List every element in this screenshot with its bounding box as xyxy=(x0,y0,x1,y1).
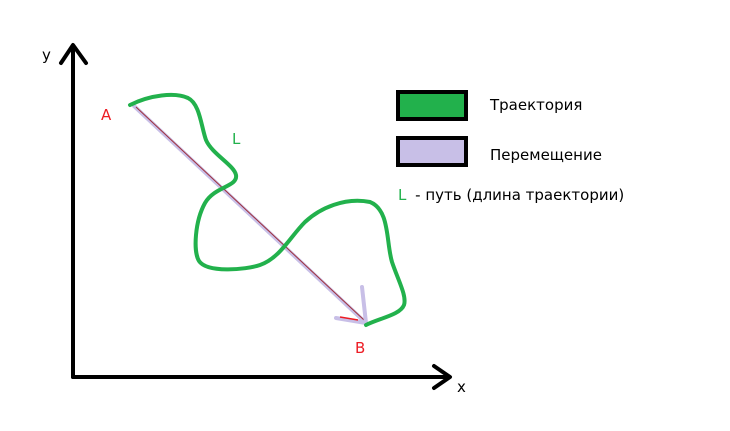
legend-note-text: - путь (длина траектории) xyxy=(415,186,625,204)
y-axis-label: y xyxy=(42,46,51,64)
axes xyxy=(59,43,452,390)
displacement-vector xyxy=(132,104,368,325)
displacement-arrowhead-lower xyxy=(334,316,368,325)
legend-note-symbol: L xyxy=(398,186,407,204)
legend-swatch-trajectory xyxy=(396,90,468,121)
legend-swatch-displacement xyxy=(396,136,468,167)
point-a-label: A xyxy=(101,106,112,124)
trajectory-curve xyxy=(128,92,407,327)
point-b-label: B xyxy=(355,339,366,357)
path-length-label: L xyxy=(232,130,241,148)
displacement-line xyxy=(132,104,368,325)
y-axis-arrowhead xyxy=(59,43,88,65)
legend-label-trajectory: Траектория xyxy=(490,96,583,114)
x-axis-arrowhead xyxy=(432,364,452,390)
legend-label-displacement: Перемещение xyxy=(490,146,602,164)
x-axis-label: x xyxy=(457,378,466,396)
displacement-red-trace xyxy=(135,106,365,321)
displacement-arrowhead-red-mark xyxy=(339,316,359,321)
displacement-arrowhead-upper xyxy=(360,285,368,325)
legend-note: L - путь (длина траектории) xyxy=(398,186,624,204)
